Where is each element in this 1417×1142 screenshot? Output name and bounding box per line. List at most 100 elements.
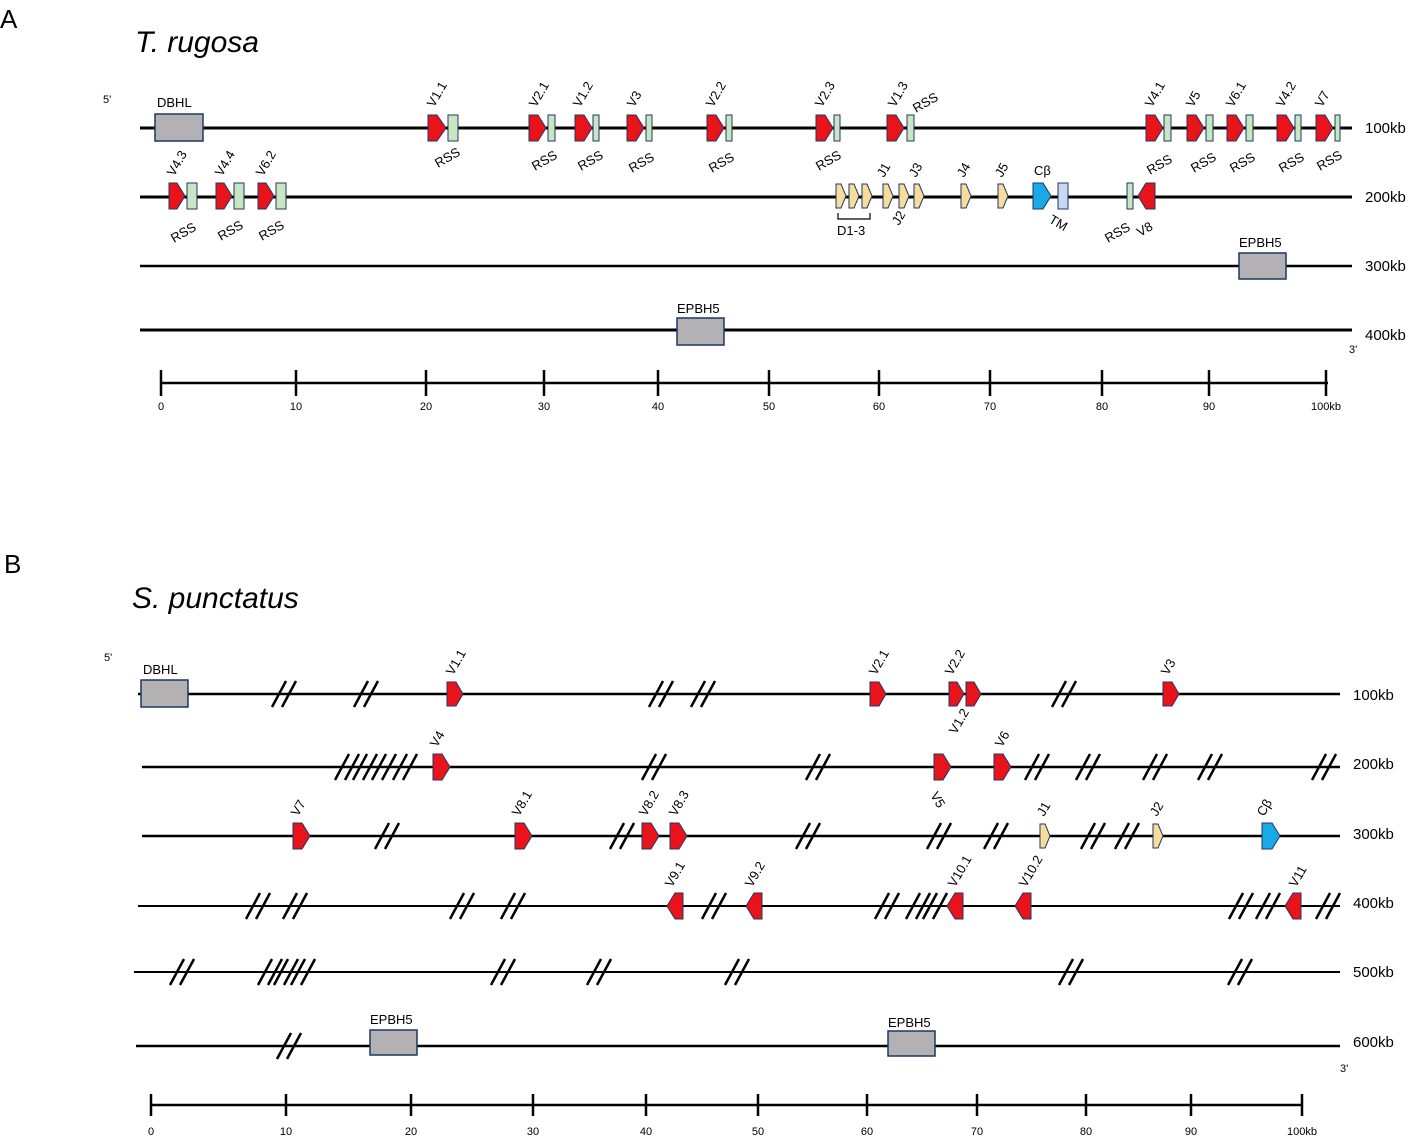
v-segment-v4-4: V4.4 RSS <box>212 148 246 244</box>
segment-label: V4.1 <box>1142 79 1168 110</box>
panel-b-epbh5-label-1: EPBH5 <box>370 1012 413 1027</box>
segment-label: V2.1 <box>866 647 892 678</box>
segment-label: V4 <box>427 728 448 749</box>
gap-mark <box>1236 958 1254 986</box>
rss-box <box>1126 182 1134 210</box>
gap-mark <box>448 892 466 920</box>
panel-a-letter: A <box>0 4 18 34</box>
j-segment-j5 <box>997 183 1009 209</box>
rss-box <box>725 114 733 142</box>
gap-mark <box>362 680 380 708</box>
gap-mark <box>1226 958 1244 986</box>
v-segment-v8-2 <box>641 822 660 850</box>
panel-a-dbhl-label: DBHL <box>157 95 192 110</box>
panel-b-row2-kb-label: 200kb <box>1353 756 1394 773</box>
v-segment-v8-1 <box>514 822 533 850</box>
gap-mark <box>299 958 317 986</box>
segment-label: V8.1 <box>509 788 535 819</box>
panel-b-row6-kb-label: 600kb <box>1353 1034 1394 1051</box>
gap-mark <box>689 680 707 708</box>
v-segment-v7: V7 RSS <box>1312 88 1345 173</box>
gap-mark <box>489 958 507 986</box>
rss-box <box>645 114 653 142</box>
rss-box <box>833 114 841 142</box>
segment-label: V6 <box>992 728 1013 749</box>
gap-mark <box>280 680 298 708</box>
gap-mark <box>272 958 290 986</box>
gap-mark <box>281 892 299 920</box>
gap-mark <box>352 680 370 708</box>
gap-mark <box>380 753 398 781</box>
j-segment-j3 <box>913 183 925 209</box>
gap-mark <box>733 958 751 986</box>
rss-label: RSS <box>432 144 463 171</box>
gap-mark <box>391 753 409 781</box>
j-segment-j1 <box>1039 823 1051 849</box>
j3-label: J3 <box>906 160 926 179</box>
rss-label: RSS <box>1102 219 1133 246</box>
gap-mark <box>256 958 274 986</box>
scale-tick-label: 0 <box>158 401 164 413</box>
segment-label: V1.3 <box>885 79 911 110</box>
scale-tick-label: 40 <box>652 401 664 413</box>
segment-label: V7 <box>1312 88 1333 109</box>
gap-mark <box>1084 753 1102 781</box>
v-segment-v6-1: V6.1 RSS <box>1223 79 1258 176</box>
scale-tick-label: 70 <box>984 401 996 413</box>
d1-3-label: D1-3 <box>837 223 865 238</box>
scale-tick-label: 100kb <box>1287 1126 1317 1138</box>
gap-mark <box>904 892 922 920</box>
gap-mark <box>699 680 717 708</box>
scale-tick-label: 10 <box>280 1126 292 1138</box>
gap-mark <box>1196 753 1214 781</box>
segment-label: V10.2 <box>1016 853 1046 890</box>
v-segment-v1-2: V1.2 RSS <box>570 79 606 174</box>
v8-segment-reverse <box>1137 182 1156 210</box>
j1-label: J1 <box>1034 799 1054 818</box>
segment-label: V6.2 <box>253 148 279 179</box>
tm-label: TM <box>1047 212 1071 234</box>
gap-mark <box>1320 753 1338 781</box>
panel-b-sequence-gaps <box>168 680 1342 1060</box>
rss-label: RSS <box>168 219 199 246</box>
v-segment-v4 <box>432 753 451 781</box>
gap-mark <box>1057 958 1075 986</box>
v-segment-v1-3: V1.3 RSS <box>885 79 941 142</box>
gap-mark <box>282 958 300 986</box>
rss-box <box>1294 114 1302 142</box>
scale-tick-label: 30 <box>538 401 550 413</box>
v-segment-v3: V3 RSS <box>624 88 657 175</box>
segment-label: V5 <box>1183 88 1204 109</box>
gap-mark <box>650 753 668 781</box>
gap-mark <box>585 958 603 986</box>
v-segment-v2-2: V2.2 RSS <box>703 79 737 176</box>
segment-label: V3 <box>624 88 645 109</box>
gap-mark <box>499 958 517 986</box>
panel-a-epbh5-label-row3: EPBH5 <box>1239 235 1282 250</box>
j-segment-j1 <box>882 183 894 209</box>
gap-mark <box>1206 753 1224 781</box>
gap-mark <box>1264 892 1282 920</box>
scale-tick-label: 40 <box>640 1126 652 1138</box>
gap-mark <box>285 1032 303 1060</box>
panel-b: B S. punctatus 5' 3' 100kb 200kb 300kb 4… <box>4 549 1394 1138</box>
v-segment-v4-1: V4.1 RSS <box>1142 79 1175 178</box>
segment-label: V1.2 <box>570 79 596 110</box>
scale-tick-label: 90 <box>1203 401 1215 413</box>
scale-tick-label: 50 <box>763 401 775 413</box>
rss-box <box>906 114 915 142</box>
gap-mark <box>647 680 665 708</box>
scale-tick-label: 90 <box>1185 1126 1197 1138</box>
gap-mark <box>361 753 379 781</box>
panel-b-epbh5-label-2: EPBH5 <box>888 1015 931 1030</box>
v-segment-v10-2 <box>1014 892 1032 920</box>
c-beta-label: Cβ <box>1254 796 1275 818</box>
segment-label: V4.2 <box>1273 79 1299 110</box>
segment-label: V11 <box>1286 863 1310 890</box>
gap-mark <box>700 892 718 920</box>
gap-mark <box>266 958 284 986</box>
v-segment-v5: V5 RSS <box>1183 88 1219 175</box>
gap-mark <box>499 892 517 920</box>
tm-box <box>1057 182 1069 210</box>
panel-b-row3-segments: V7 V8.1 V8.2 V8.3 J1 J2 Cβ <box>288 788 1281 850</box>
